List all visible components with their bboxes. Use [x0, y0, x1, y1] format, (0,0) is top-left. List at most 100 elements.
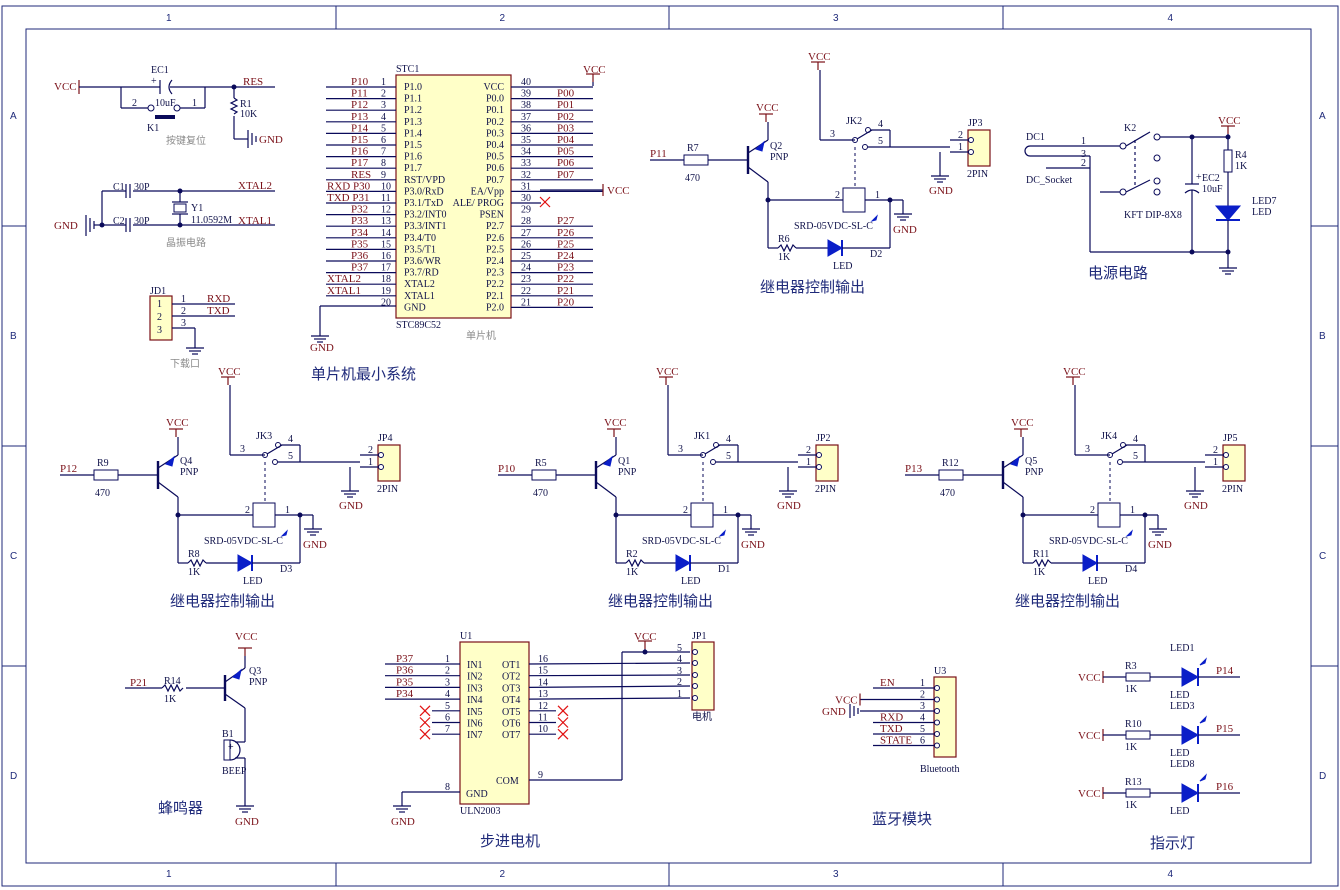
download-title: 下载口	[170, 358, 200, 370]
uln-pin-number: 13	[538, 689, 548, 700]
gnd-label: GND	[54, 220, 78, 232]
grid-col-label: 1	[166, 13, 172, 24]
relay-diode-ref: D4	[1125, 564, 1137, 575]
buzzer-circuit: P21 R14 1K VCC Q3 PNP + GND B1 BEEP 蜂鸣器	[125, 631, 268, 828]
relay-pin-number: 1	[285, 505, 290, 516]
mcu-pin-name: P1.2	[404, 105, 422, 116]
mcu-net-label: P23	[557, 262, 575, 274]
bluetooth-net: GND	[822, 706, 846, 718]
mcu-pin-name: P2.0	[486, 302, 504, 313]
gnd-label: GND	[235, 816, 259, 828]
r1-ref: R1	[240, 99, 252, 110]
relay-part: SRD-05VDC-SL-C	[204, 536, 283, 547]
svg-text:+: +	[228, 742, 234, 753]
r4-value: 1K	[1235, 161, 1248, 172]
uln-pin-number: 2	[445, 666, 450, 677]
relay-diode-ref: D2	[870, 249, 882, 260]
relay-conn-pin: 2	[806, 445, 811, 456]
relay-connector-part: 2PIN	[815, 484, 836, 495]
grid-row-label: D	[10, 771, 17, 782]
mcu-pin-number: 21	[521, 297, 531, 308]
svg-text:1: 1	[157, 299, 162, 310]
grid-row-label: C	[10, 551, 17, 562]
c1-value: 30P	[134, 182, 150, 193]
mcu-net-label: P27	[557, 215, 575, 227]
svg-text:1: 1	[192, 98, 197, 109]
gnd-label: GND	[929, 185, 953, 197]
led-ref: LED3	[1170, 701, 1194, 712]
mcu-net-label: P05	[557, 146, 575, 158]
vcc-label: VCC	[218, 366, 241, 378]
mcu-pin-number: 32	[521, 170, 531, 181]
mcu-net-label: P22	[557, 273, 574, 285]
res-net-label: RES	[243, 76, 263, 88]
leds-title: 指示灯	[1150, 834, 1195, 852]
relay-title: 继电器控制输出	[1015, 592, 1120, 610]
relay-transistor-type: PNP	[618, 467, 637, 478]
mcu-pin-number: 16	[381, 251, 391, 262]
relay-led-label: LED	[243, 576, 262, 587]
relay-conn-pin: 1	[806, 457, 811, 468]
relay-switch-ref: JK4	[1101, 431, 1117, 442]
uln-pin-number: 12	[538, 701, 548, 712]
uln-pin-number: 11	[538, 713, 548, 724]
mcu-pin-number: 3	[381, 100, 386, 111]
mcu-pin-number: 20	[381, 297, 391, 308]
mcu-net-label: RES	[351, 169, 371, 181]
crystal-title: 晶振电路	[166, 236, 206, 249]
uln-pin-name: IN3	[467, 683, 483, 694]
b1-part: BEEP	[222, 766, 247, 777]
mcu-pin-name: P2.4	[486, 256, 504, 267]
mcu-pin-number: 33	[521, 158, 531, 169]
relay-part: SRD-05VDC-SL-C	[1049, 536, 1128, 547]
ec1-value: 10uF	[155, 98, 176, 109]
led-resistor-ref: R13	[1125, 777, 1142, 788]
bluetooth-pin-number: 3	[920, 701, 925, 712]
uln-pin-number: 3	[445, 677, 450, 688]
uln-pin-name: OT1	[502, 660, 520, 671]
uln-pin-number: 5	[445, 701, 450, 712]
gnd-label: GND	[259, 134, 283, 146]
mcu-pin-number: 8	[381, 158, 386, 169]
mcu-pin-number: 1	[381, 77, 386, 88]
mcu-pin-name: P3.7/RD	[404, 268, 439, 279]
uln-input-net: P35	[396, 676, 414, 688]
svg-text:2: 2	[181, 306, 186, 317]
jp1-pin-number: 5	[677, 643, 682, 654]
mcu-pin-name: P1.6	[404, 152, 422, 163]
relay-part: SRD-05VDC-SL-C	[794, 221, 873, 232]
relay-input-net: P11	[650, 148, 667, 160]
gnd-label: GND	[1184, 500, 1208, 512]
mcu-pin-number: 39	[521, 89, 531, 100]
mcu-pin-name: P0.2	[486, 117, 504, 128]
mcu-pin-name: P2.2	[486, 279, 504, 290]
uln-com-pin: COM	[496, 776, 519, 787]
relay-conn-pin: 2	[368, 445, 373, 456]
mcu-net-label: RXD P30	[327, 180, 371, 192]
vcc-label: VCC	[1011, 417, 1034, 429]
vcc-label: VCC	[1063, 366, 1086, 378]
mcu-pin-number: 29	[521, 205, 531, 216]
mcu-pin-name: XTAL1	[404, 291, 435, 302]
c1-ref: C1	[113, 182, 125, 193]
relay-pin-number: 3	[830, 129, 835, 140]
relay-led-resistor-ref: R8	[188, 549, 200, 560]
relay-led-resistor-ref: R11	[1033, 549, 1049, 560]
mcu-net-label: P02	[557, 111, 574, 123]
relay-pin-number: 4	[1133, 434, 1138, 445]
bluetooth-part: Bluetooth	[920, 764, 959, 775]
relay-conn-pin: 1	[368, 457, 373, 468]
relay-led-label: LED	[681, 576, 700, 587]
vcc-label: VCC	[1078, 672, 1101, 684]
jp1-pin-number: 4	[677, 654, 682, 665]
mcu-pin-number: 22	[521, 286, 531, 297]
relay-diode-ref: D1	[718, 564, 730, 575]
mcu-pin-number: 17	[381, 263, 391, 274]
mcu-pin-name: P2.3	[486, 268, 504, 279]
rxd-label: RXD	[207, 293, 230, 305]
grid-row-label: B	[10, 331, 17, 342]
mcu-pin-number: 5	[381, 123, 386, 134]
grid-row-label: A	[10, 111, 17, 122]
